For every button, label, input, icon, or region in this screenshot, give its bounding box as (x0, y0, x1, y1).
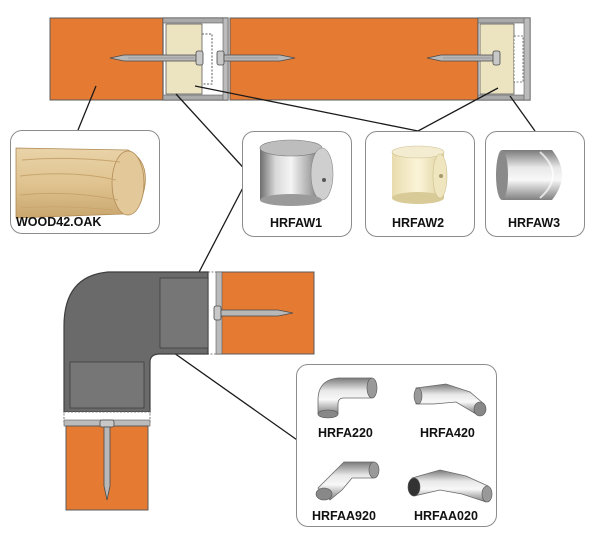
hrfa220-image (317, 377, 378, 419)
elbow-assembly (63, 271, 315, 511)
label-hrfa220: HRFA220 (318, 426, 373, 440)
label-hrfaw2: HRFAW2 (392, 216, 445, 230)
wood-dowel-image (15, 147, 146, 219)
hraa920-image (315, 461, 380, 501)
screw-middle (216, 50, 296, 66)
screw-right (426, 50, 501, 66)
screw-vertical (99, 419, 115, 501)
label-hrfa420: HRFA420 (420, 426, 475, 440)
label-wood42-oak: WOOD42.OAK (16, 215, 102, 229)
label-hrfaw3: HRFAW3 (508, 216, 561, 230)
label-hraa020: HRFAA020 (414, 509, 478, 523)
hrfaw1-image (259, 139, 334, 206)
label-hrfaw1: HRFAW1 (270, 216, 323, 230)
top-rail-assembly (49, 17, 531, 101)
screw-left (109, 50, 204, 66)
hrfaw2-image (391, 145, 448, 204)
hrfaw3-image (496, 150, 562, 200)
hrfa420-image (413, 383, 487, 417)
label-hraa920: HRFAA920 (312, 509, 376, 523)
screw-horizontal (213, 305, 294, 321)
hraa020-image (407, 469, 493, 503)
